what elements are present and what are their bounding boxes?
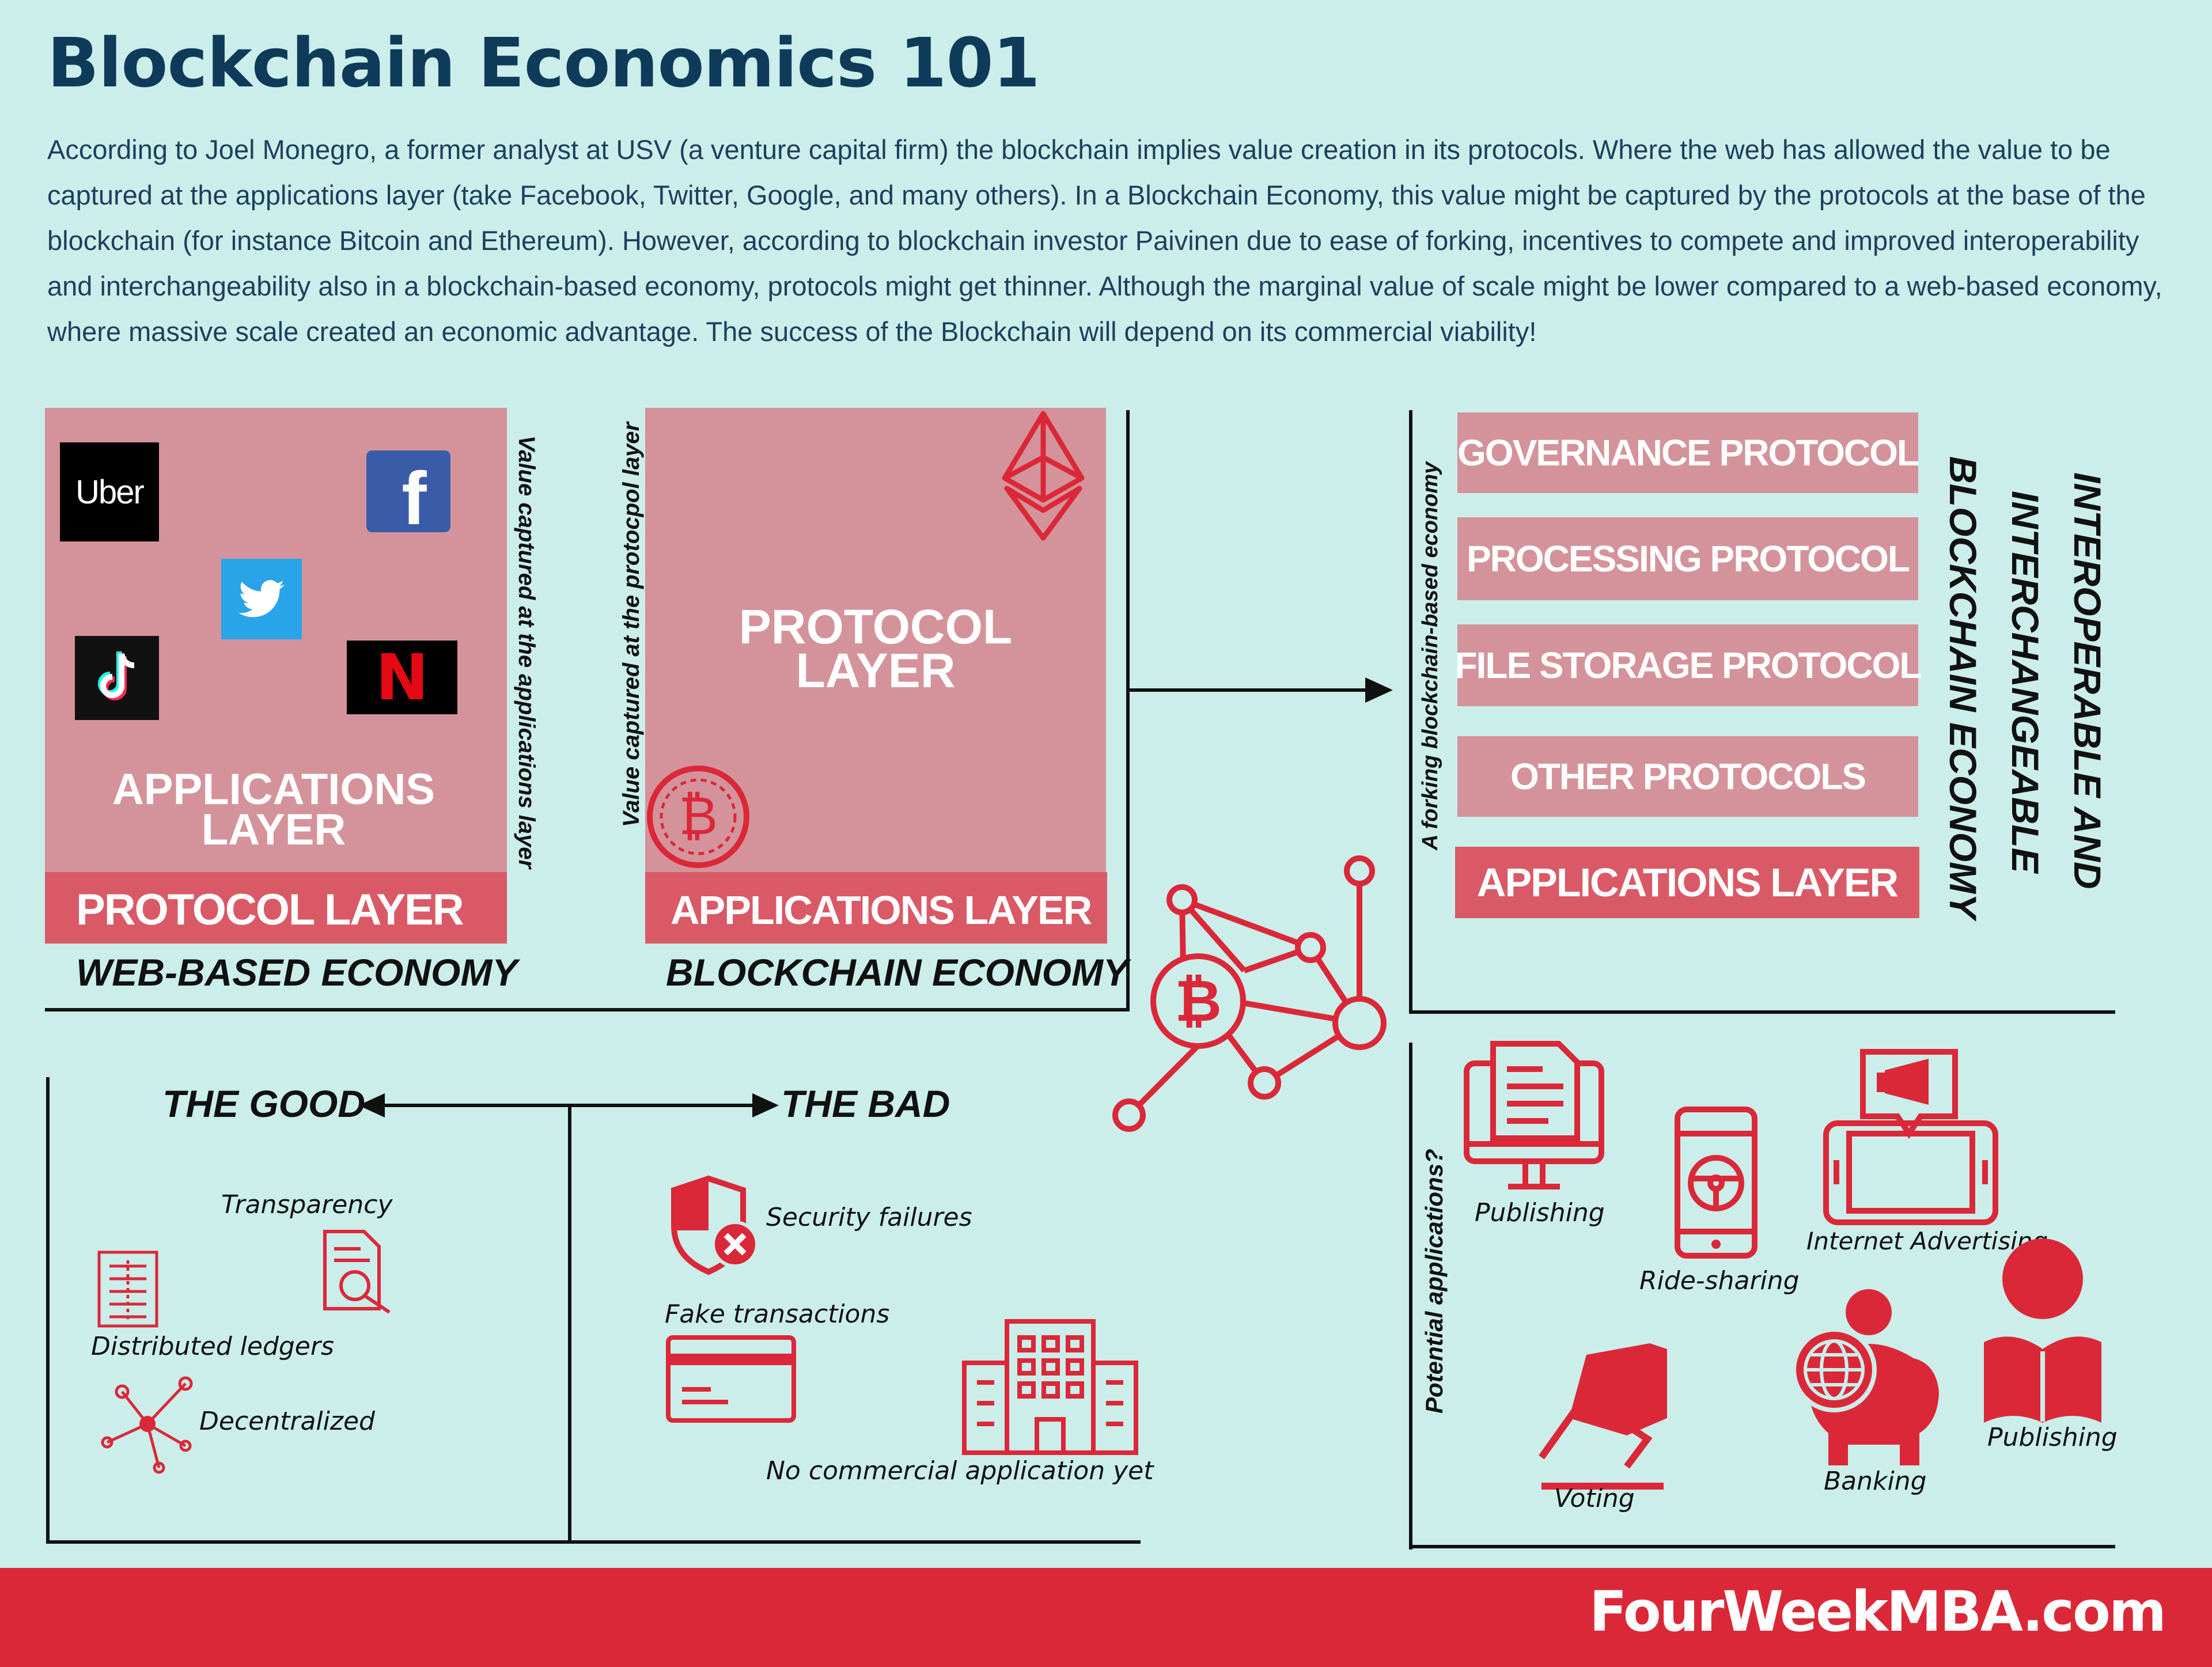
bitcoin-coin-icon: ₿ xyxy=(645,764,751,873)
decentralized-icon xyxy=(99,1371,203,1477)
top-middle-divider xyxy=(1126,410,1130,1011)
voting-label: Voting xyxy=(1554,1484,1635,1513)
banking-label: Banking xyxy=(1824,1467,1927,1496)
footer-brand[interactable]: FourWeekMBA.com xyxy=(1589,1579,2166,1644)
web-protocol-layer-band: PROTOCOL LAYER xyxy=(45,872,507,944)
office-building-icon xyxy=(961,1317,1139,1458)
banking-piggy-icon xyxy=(1791,1289,1942,1474)
web-applications-layer-label: APPLICATIONS LAYER xyxy=(112,765,435,854)
uber-logo: Uber xyxy=(60,442,159,541)
arrow-right-icon xyxy=(1129,674,1394,709)
internet-advertising-label: Internet Advertising xyxy=(1806,1227,2048,1255)
security-failure-icon xyxy=(667,1173,765,1279)
svg-text:₿: ₿ xyxy=(679,785,718,847)
publishing-label-2: Publishing xyxy=(1987,1423,2118,1452)
svg-text:₿: ₿ xyxy=(1175,967,1222,1035)
publishing-monitor-icon xyxy=(1462,1040,1606,1204)
blockchain-applications-layer-band: APPLICATIONS LAYER xyxy=(645,872,1107,944)
page-title: Blockchain Economics 101 xyxy=(47,23,1040,103)
the-bad-title: THE BAD xyxy=(781,1082,950,1125)
voting-ballot-icon xyxy=(1535,1338,1671,1494)
goodbad-baseline xyxy=(46,1540,1141,1544)
apps-baseline xyxy=(1409,1545,2115,1548)
twitter-logo xyxy=(221,559,302,639)
blockchain-economy-caption: BLOCKCHAIN ECONOMY xyxy=(666,951,1128,994)
web-value-note: Value captured at the applications layer xyxy=(514,435,539,869)
publishing-label-1: Publishing xyxy=(1475,1198,1605,1227)
intro-paragraph: According to Joel Monegro, a former anal… xyxy=(47,134,2162,347)
the-good-title: THE GOOD xyxy=(162,1082,366,1125)
internet-advertising-icon xyxy=(1821,1047,2000,1229)
bitcoin-network-icon: ₿ xyxy=(1106,853,1406,1143)
blockchain-economy-panel xyxy=(645,408,1106,872)
publishing-reader-icon xyxy=(1978,1238,2107,1427)
footer-bar: FourWeekMBA.com xyxy=(0,1568,2212,1667)
forking-note: A forking blockchain-based economy xyxy=(1418,461,1442,850)
ride-sharing-label: Ride-sharing xyxy=(1639,1266,1800,1295)
ethereum-icon xyxy=(1001,410,1085,544)
netflix-logo: N xyxy=(347,641,457,714)
goodbad-middle-line xyxy=(568,1105,571,1544)
forking-baseline xyxy=(1409,1010,2115,1014)
distributed-ledgers-icon xyxy=(96,1249,160,1332)
web-economy-caption: WEB-BASED ECONOMY xyxy=(76,951,518,994)
forking-heading-line1: INTEROPERABLE AND xyxy=(2066,472,2109,889)
forking-heading-line2: INTERCHANGEABLE xyxy=(2004,491,2047,873)
tiktok-logo xyxy=(75,636,159,720)
forking-vertical-line xyxy=(1409,410,1412,1014)
goodbad-left-line xyxy=(46,1077,50,1544)
transparency-label: Transparency xyxy=(221,1190,393,1219)
blockchain-value-note: Value captured at the protocpol layer xyxy=(619,422,644,827)
apps-vertical-line xyxy=(1409,1043,1412,1549)
transparency-icon xyxy=(320,1228,395,1317)
ride-sharing-phone-icon xyxy=(1673,1105,1759,1263)
distributed-ledgers-label: Distributed ledgers xyxy=(91,1332,334,1361)
forking-heading-line3: BLOCKCHAIN ECONOMY xyxy=(1942,456,1984,919)
other-protocols-box: OTHER PROTOCOLS xyxy=(1457,736,1918,817)
fake-transactions-label: Fake transactions xyxy=(665,1299,890,1329)
top-left-baseline xyxy=(45,1008,1128,1011)
processing-protocol-box: PROCESSING PROTOCOL xyxy=(1457,517,1918,600)
blockchain-protocol-layer-label: PROTOCOL LAYER xyxy=(738,600,1013,698)
good-bad-arrow-icon xyxy=(358,1091,779,1123)
security-failures-label: Security failures xyxy=(766,1203,972,1232)
file-storage-protocol-box: FILE STORAGE PROTOCOL xyxy=(1455,624,1922,706)
governance-protocol-box: GOVERNANCE PROTOCOL xyxy=(1457,412,1919,493)
credit-card-icon xyxy=(665,1334,797,1427)
decentralized-label: Decentralized xyxy=(199,1407,375,1436)
no-commercial-application-label: No commercial application yet xyxy=(766,1456,1154,1486)
potential-applications-note: Potential applications? xyxy=(1421,1149,1448,1414)
facebook-logo: f xyxy=(366,450,450,540)
forking-applications-layer-box: APPLICATIONS LAYER xyxy=(1455,847,1919,918)
